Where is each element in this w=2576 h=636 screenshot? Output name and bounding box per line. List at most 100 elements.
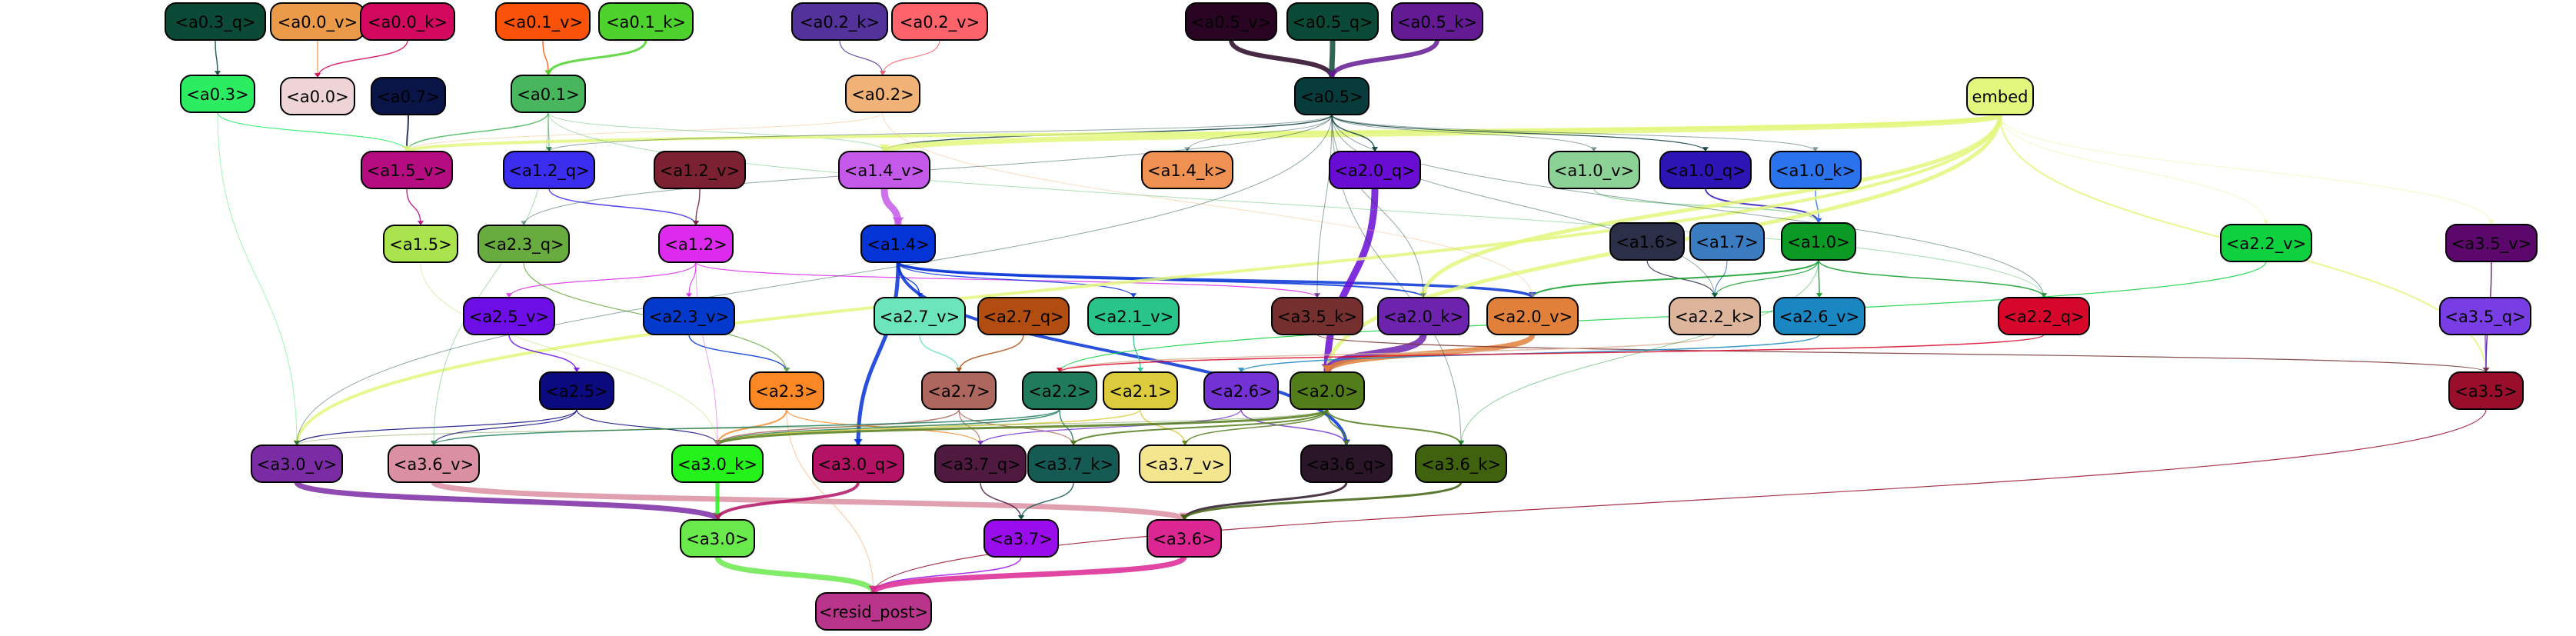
node-a0-5-q[interactable]: <a0.5_q> <box>1286 2 1379 41</box>
node-a0-1[interactable]: <a0.1> <box>511 75 586 113</box>
arrowhead-a0_5-to-a1_2_q <box>546 147 552 152</box>
node-a2-2-q[interactable]: <a2.2_q> <box>1998 297 2090 335</box>
node-box <box>977 297 1070 335</box>
node-box <box>891 2 988 41</box>
edge-a1_4-to-a3_6_q <box>897 261 1348 446</box>
node-a2-0[interactable]: <a2.0> <box>1290 371 1365 410</box>
node-a3-5-v[interactable]: <a3.5_v> <box>2445 224 2538 262</box>
edge-a0_3-to-a3_0_v <box>217 112 298 446</box>
node-a0-0[interactable]: <a0.0> <box>280 77 355 115</box>
node-a2-7[interactable]: <a2.7> <box>921 371 997 410</box>
edge-a1_2-to-a3_5_k <box>695 261 1318 298</box>
node-resid-post[interactable]: <resid_post> <box>815 592 932 631</box>
node-label: <a3.0> <box>686 530 748 548</box>
node-a3-5[interactable]: <a3.5> <box>2448 371 2524 410</box>
node-a1-2[interactable]: <a1.2> <box>658 225 734 263</box>
node-label: <a2.1_v> <box>1093 308 1173 327</box>
node-a1-4-v[interactable]: <a1.4_v> <box>838 151 930 189</box>
node-a2-5[interactable]: <a2.5> <box>539 371 614 410</box>
node-a3-6-q[interactable]: <a3.6_q> <box>1300 445 1393 483</box>
node-a2-0-k[interactable]: <a2.0_k> <box>1377 297 1469 335</box>
node-a3-0[interactable]: <a3.0> <box>680 519 755 558</box>
node-box <box>921 371 997 410</box>
node-a0-3[interactable]: <a0.3> <box>180 75 255 113</box>
node-label: <a0.1_v> <box>503 13 583 32</box>
node-a1-4-k[interactable]: <a1.4_k> <box>1141 151 1233 189</box>
node-a1-0-q[interactable]: <a1.0_q> <box>1659 151 1752 189</box>
node-a1-6[interactable]: <a1.6> <box>1609 222 1685 261</box>
node-a3-6[interactable]: <a3.6> <box>1147 519 1222 558</box>
node-a3-7-v[interactable]: <a3.7_v> <box>1139 445 1231 483</box>
node-box <box>1271 297 1363 335</box>
node-a0-7[interactable]: <a0.7> <box>371 77 446 115</box>
node-label: <a2.7_v> <box>880 308 960 327</box>
node-a1-2-v[interactable]: <a1.2_v> <box>654 151 746 189</box>
arrowhead-a1_4-to-a3_0_q <box>854 439 863 445</box>
edge-a2_2_q-to-a2_2 <box>1059 334 2045 373</box>
node-a2-3-v[interactable]: <a2.3_v> <box>643 297 735 335</box>
arrowhead-a0_5_k-to-a0_5 <box>1326 71 1337 78</box>
node-a2-7-q[interactable]: <a2.7_q> <box>977 297 1070 335</box>
node-a3-5-q[interactable]: <a3.5_q> <box>2439 297 2531 335</box>
node-a1-2-q[interactable]: <a1.2_q> <box>503 151 595 189</box>
node-label: <a1.5> <box>389 235 451 254</box>
node-a1-5-v[interactable]: <a1.5_v> <box>361 151 453 189</box>
node-a3-6-v[interactable]: <a3.6_v> <box>388 445 480 483</box>
node-a3-7[interactable]: <a3.7> <box>983 519 1059 558</box>
node-a0-2[interactable]: <a0.2> <box>845 75 920 113</box>
node-a1-0-v[interactable]: <a1.0_v> <box>1548 151 1640 189</box>
node-a0-1-v[interactable]: <a0.1_v> <box>495 2 591 41</box>
node-a3-6-k[interactable]: <a3.6_k> <box>1415 445 1507 483</box>
node-label: <a0.1_k> <box>606 13 686 32</box>
node-a3-5-k[interactable]: <a3.5_k> <box>1271 297 1363 335</box>
node-a3-7-q[interactable]: <a3.7_q> <box>934 445 1027 483</box>
node-a3-7-k[interactable]: <a3.7_k> <box>1027 445 1120 483</box>
edge-a1_2-to-a2_3_v <box>688 261 697 298</box>
node-a0-0-v[interactable]: <a0.0_v> <box>270 2 365 41</box>
node-a3-0-v[interactable]: <a3.0_v> <box>251 445 343 483</box>
node-a2-0-v[interactable]: <a2.0_v> <box>1486 297 1579 335</box>
node-a2-1-v[interactable]: <a2.1_v> <box>1087 297 1180 335</box>
node-box <box>838 151 930 189</box>
node-a2-1[interactable]: <a2.1> <box>1103 371 1178 410</box>
node-box <box>815 592 932 631</box>
node-a0-5-k[interactable]: <a0.5_k> <box>1391 2 1483 41</box>
node-box <box>671 445 764 483</box>
node-box <box>1147 519 1222 558</box>
edge-a2_5-to-a3_0_v <box>296 408 577 446</box>
edge-a0_5-to-a1_2_q <box>548 114 1333 152</box>
arrowhead-a0_5-to-a1_0_k <box>1812 147 1819 152</box>
node-a0-1-k[interactable]: <a0.1_k> <box>598 2 694 41</box>
node-a0-3-q[interactable]: <a0.3_q> <box>165 2 266 41</box>
edge-a2_0-to-a3_0_v <box>296 408 1328 446</box>
node-box <box>680 519 755 558</box>
node-box <box>2445 224 2538 262</box>
node-box <box>495 2 591 41</box>
arrowhead-a3_6_k-to-a3_6 <box>1180 514 1188 520</box>
node-a3-0-q[interactable]: <a3.0_q> <box>812 445 904 483</box>
node-a2-6-v[interactable]: <a2.6_v> <box>1773 297 1865 335</box>
node-a2-2-k[interactable]: <a2.2_k> <box>1669 297 1761 335</box>
node-a2-7-v[interactable]: <a2.7_v> <box>874 297 966 335</box>
node-a2-3-q[interactable]: <a2.3_q> <box>478 225 570 263</box>
node-a1-5[interactable]: <a1.5> <box>383 225 458 263</box>
node-a1-0-k[interactable]: <a1.0_k> <box>1769 151 1862 189</box>
node-a1-0[interactable]: <a1.0> <box>1781 222 1856 261</box>
node-a1-4[interactable]: <a1.4> <box>860 225 936 263</box>
node-a1-7[interactable]: <a1.7> <box>1689 222 1765 261</box>
node-a0-0-k[interactable]: <a0.0_k> <box>360 2 455 41</box>
node-a0-2-k[interactable]: <a0.2_k> <box>791 2 888 41</box>
node-box <box>180 75 255 113</box>
node-embed[interactable]: embed <box>1966 77 2034 115</box>
node-a0-5[interactable]: <a0.5> <box>1294 77 1370 115</box>
node-a2-0-q[interactable]: <a2.0_q> <box>1329 151 1421 189</box>
node-a3-0-k[interactable]: <a3.0_k> <box>671 445 764 483</box>
node-a2-2[interactable]: <a2.2> <box>1022 371 1097 410</box>
node-a2-6[interactable]: <a2.6> <box>1203 371 1279 410</box>
node-a2-2-v[interactable]: <a2.2_v> <box>2220 224 2312 262</box>
node-a0-2-v[interactable]: <a0.2_v> <box>891 2 988 41</box>
node-a2-5-v[interactable]: <a2.5_v> <box>463 297 555 335</box>
node-a2-3[interactable]: <a2.3> <box>749 371 824 410</box>
node-a0-5-v[interactable]: <a0.5_v> <box>1185 2 1277 41</box>
arrowhead-a2_0-to-a3_6_q <box>1343 441 1350 445</box>
